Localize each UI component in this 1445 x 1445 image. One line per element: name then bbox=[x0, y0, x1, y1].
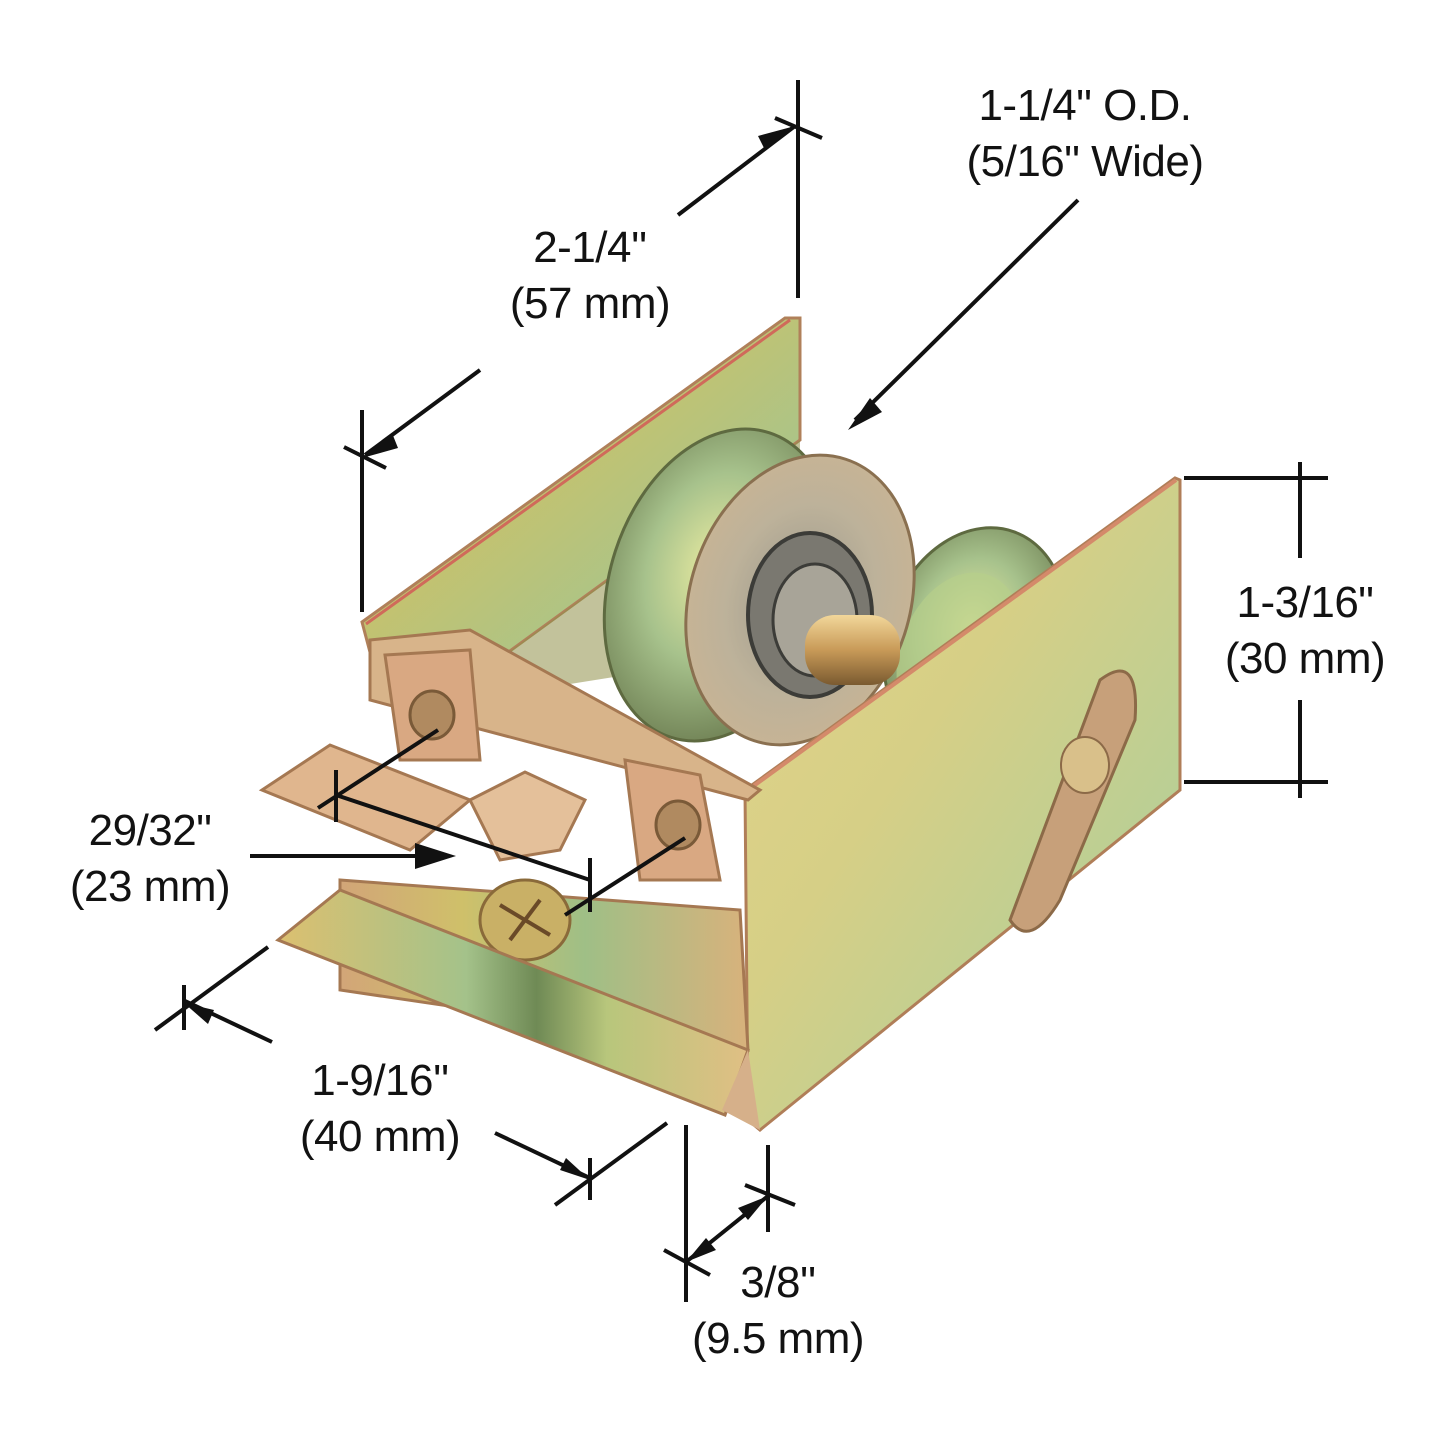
dimension-imperial: 2-1/4'' bbox=[533, 223, 647, 272]
dimension-label-width: 1-9/16'' (40 mm) bbox=[270, 1053, 490, 1165]
dimension-label-wheel: 1-1/4" O.D. (5/16" Wide) bbox=[940, 78, 1230, 190]
dimension-label-hole-spacing: 29/32" (23 mm) bbox=[40, 803, 260, 915]
mounting-hole bbox=[408, 689, 456, 741]
dimension-imperial: 1-9/16'' bbox=[311, 1056, 449, 1105]
arrowheads bbox=[184, 126, 882, 1262]
adjustment-slot bbox=[1008, 669, 1138, 933]
arrow-head-spacing bbox=[415, 843, 456, 869]
adjustment-pin bbox=[1060, 736, 1110, 794]
dimension-imperial: 3/8'' bbox=[740, 1258, 816, 1307]
dimension-imperial: 1-3/16" bbox=[1236, 578, 1374, 627]
dimension-secondary: (30 mm) bbox=[1224, 634, 1386, 683]
dimension-secondary: (57 mm) bbox=[509, 279, 671, 328]
axle bbox=[805, 615, 900, 685]
dimension-secondary: (5/16" Wide) bbox=[966, 137, 1204, 186]
housing-front bbox=[275, 878, 760, 1130]
mounting-bracket bbox=[258, 628, 763, 882]
dimension-imperial: 1-1/4" O.D. bbox=[978, 81, 1192, 130]
dimension-imperial: 29/32" bbox=[88, 806, 212, 855]
arrow-head-wheel bbox=[848, 398, 882, 430]
dimension-label-length: 2-1/4'' (57 mm) bbox=[480, 220, 700, 332]
dimension-label-flange: 3/8'' (9.5 mm) bbox=[668, 1255, 888, 1367]
dimension-label-height: 1-3/16" (30 mm) bbox=[1200, 575, 1410, 687]
dimension-secondary: (9.5 mm) bbox=[692, 1314, 865, 1363]
dimension-secondary: (23 mm) bbox=[69, 862, 231, 911]
mounting-hole bbox=[654, 799, 702, 851]
dimension-secondary: (40 mm) bbox=[299, 1112, 461, 1161]
